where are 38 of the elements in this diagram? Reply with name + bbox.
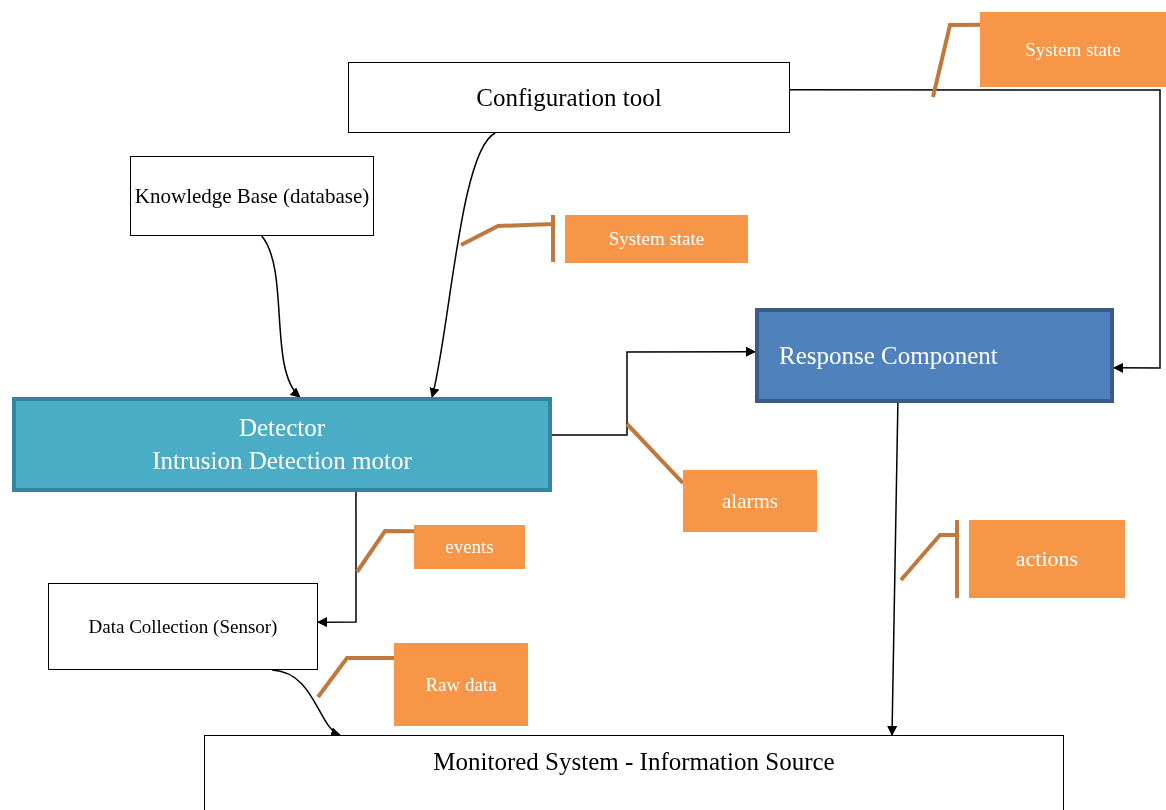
node-label: Detector [238, 413, 326, 443]
callout-label [414, 525, 525, 569]
node-label: Intrusion Detection motor [152, 445, 412, 476]
process-box [204, 735, 1064, 810]
arrow [261, 235, 301, 398]
leader-line [931, 22, 980, 98]
arrow [317, 491, 357, 628]
leader-line [899, 518, 959, 600]
process-box [348, 62, 790, 133]
process-box [48, 583, 318, 670]
arrow [271, 669, 341, 736]
node-label: Configuration tool [476, 83, 662, 112]
node-label: Data Collection (Sensor) [88, 615, 278, 638]
callout-label [969, 520, 1125, 598]
callout-label [565, 215, 748, 263]
node-label: Knowledge Base (database) [134, 183, 370, 209]
leader-line [316, 655, 394, 699]
node-label: Raw data [425, 673, 497, 696]
node-label: alarms [722, 488, 778, 514]
node-label: Monitored System - Information Source [433, 748, 835, 776]
node-label: events [445, 536, 494, 558]
leader-line [355, 529, 414, 574]
process-box [130, 156, 374, 236]
callout-label [683, 470, 817, 532]
arrow [887, 402, 899, 736]
leader-line [459, 213, 555, 264]
callout-label [980, 12, 1166, 87]
process-box [12, 397, 552, 492]
leader-line [625, 422, 685, 485]
node-label: System state [608, 228, 705, 250]
node-label: actions [1015, 546, 1079, 572]
node-label: System state [1025, 38, 1121, 61]
process-box [755, 308, 1114, 403]
arrow [429, 132, 496, 398]
callout-label [394, 643, 528, 726]
arrow [551, 346, 756, 436]
arrow [789, 88, 1161, 373]
node-label: Response Component [779, 341, 998, 370]
